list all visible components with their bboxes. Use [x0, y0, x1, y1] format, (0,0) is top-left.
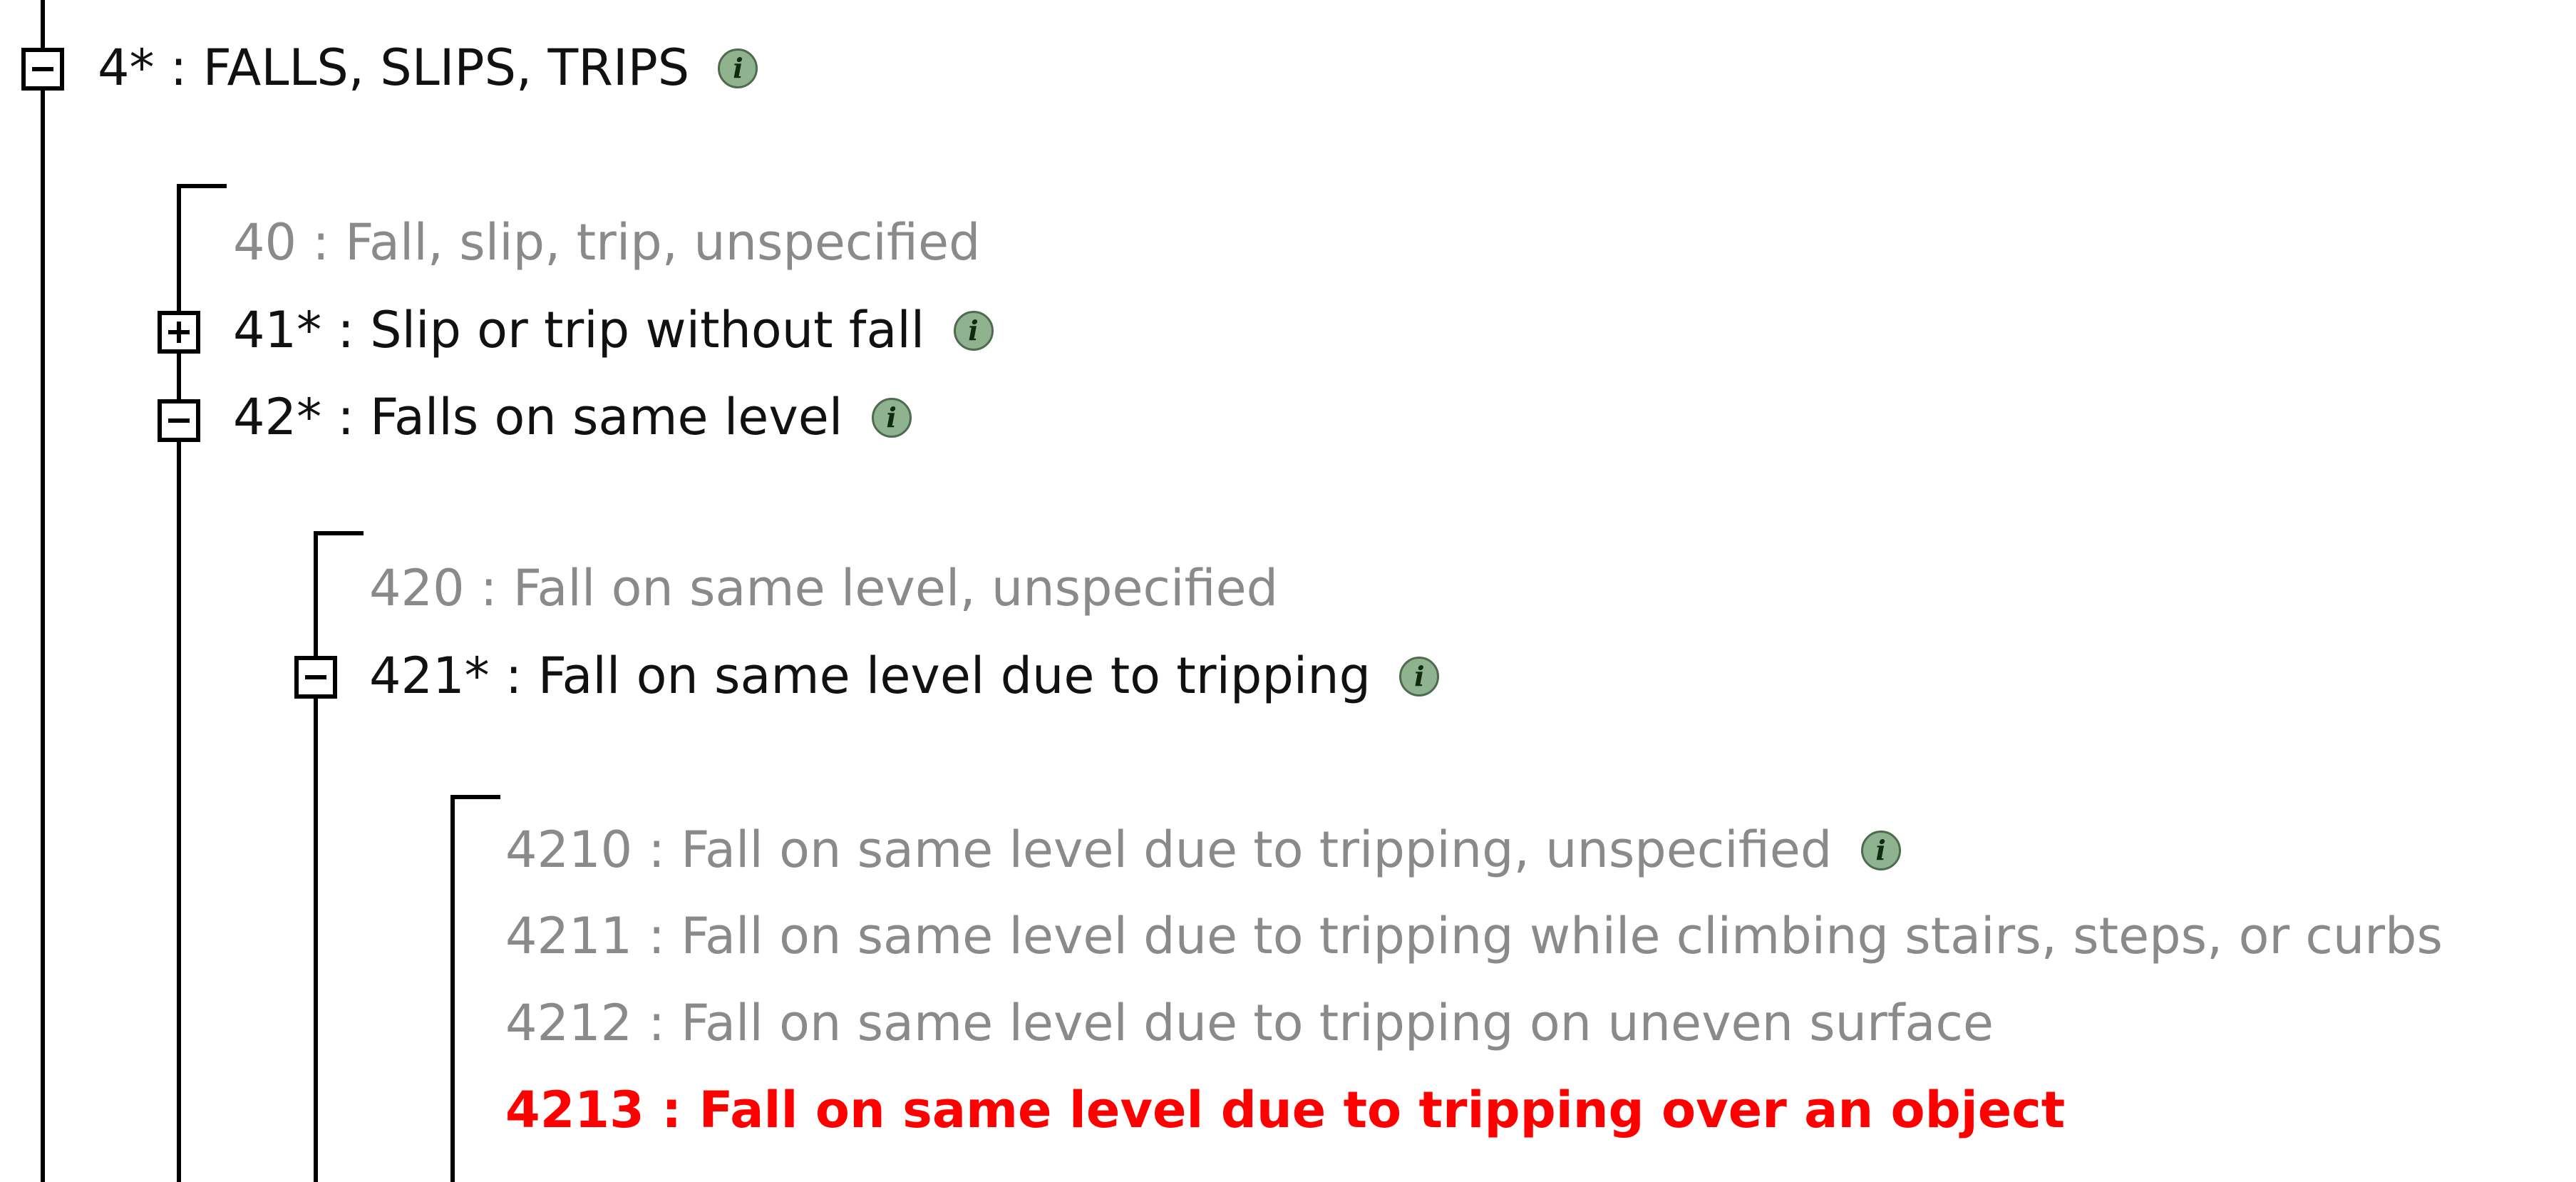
tree-line-level2: [314, 531, 318, 1182]
node-label: Falls on same level: [370, 388, 843, 446]
node-label: Fall on same level due to tripping while…: [681, 907, 2443, 965]
minus-icon: [32, 67, 53, 71]
tree-line-level1: [177, 184, 181, 1182]
tree-line-root: [41, 0, 45, 1182]
tree-node-4211[interactable]: 4211 : Fall on same level due to trippin…: [505, 911, 2443, 961]
node-code: 4213: [505, 1081, 644, 1139]
node-code: 4212: [505, 994, 633, 1052]
node-separator: :: [644, 1081, 699, 1139]
tree-node-420[interactable]: 420 : Fall on same level, unspecified: [369, 563, 1278, 613]
tree-node-421[interactable]: 421* : Fall on same level due to trippin…: [369, 651, 1440, 701]
node-label: Fall on same level due to tripping, unsp…: [681, 821, 1833, 879]
node-code: 42*: [233, 388, 322, 446]
tree-line-level3: [450, 795, 455, 1182]
node-separator: :: [154, 38, 203, 97]
minus-icon: [168, 418, 190, 423]
expand-toggle-41[interactable]: [158, 311, 200, 354]
node-label: FALLS, SLIPS, TRIPS: [202, 38, 690, 97]
node-code: 4210: [505, 821, 633, 879]
node-code: 4*: [98, 38, 155, 97]
node-code: 41*: [233, 301, 322, 359]
node-separator: :: [321, 388, 371, 446]
node-separator: :: [321, 301, 371, 359]
node-code: 4211: [505, 907, 633, 965]
tree-bracket-level1: [177, 184, 227, 188]
node-separator: :: [464, 559, 513, 617]
collapse-toggle-42[interactable]: [158, 399, 200, 442]
info-icon[interactable]: i: [1860, 830, 1901, 870]
node-code: 40: [233, 213, 297, 272]
node-separator: :: [632, 994, 681, 1052]
node-code: 421*: [369, 647, 490, 705]
node-label: Fall on same level, unspecified: [512, 559, 1279, 617]
collapse-toggle-421[interactable]: [294, 656, 337, 699]
tree-node-4210[interactable]: 4210 : Fall on same level due to trippin…: [505, 825, 1901, 875]
node-label: Slip or trip without fall: [370, 301, 925, 359]
node-label: Fall on same level due to tripping on un…: [681, 994, 1994, 1052]
node-label: Fall on same level due to tripping: [537, 647, 1371, 705]
tree-node-root[interactable]: 4* : FALLS, SLIPS, TRIPS i: [98, 43, 758, 93]
node-separator: :: [297, 213, 346, 272]
node-label: Fall, slip, trip, unspecified: [345, 213, 981, 272]
node-separator: :: [632, 907, 681, 965]
tree-node-4212[interactable]: 4212 : Fall on same level due to trippin…: [505, 998, 1994, 1048]
node-code: 420: [369, 559, 465, 617]
collapse-toggle-4[interactable]: [21, 48, 64, 91]
tree-bracket-level2: [314, 531, 364, 535]
node-separator: :: [632, 821, 681, 879]
info-icon[interactable]: i: [953, 310, 994, 351]
info-icon[interactable]: i: [871, 397, 912, 438]
tree-bracket-level3: [450, 795, 500, 799]
tree-node-40[interactable]: 40 : Fall, slip, trip, unspecified: [233, 217, 980, 267]
tree-node-4213-selected[interactable]: 4213 : Fall on same level due to trippin…: [505, 1085, 2065, 1135]
info-icon[interactable]: i: [718, 48, 758, 88]
tree-node-42[interactable]: 42* : Falls on same level i: [233, 392, 912, 442]
minus-icon: [305, 675, 326, 679]
node-separator: :: [489, 647, 538, 705]
node-label: Fall on same level due to tripping over …: [699, 1081, 2066, 1139]
info-icon[interactable]: i: [1399, 656, 1440, 697]
tree-node-41[interactable]: 41* : Slip or trip without fall i: [233, 305, 994, 355]
